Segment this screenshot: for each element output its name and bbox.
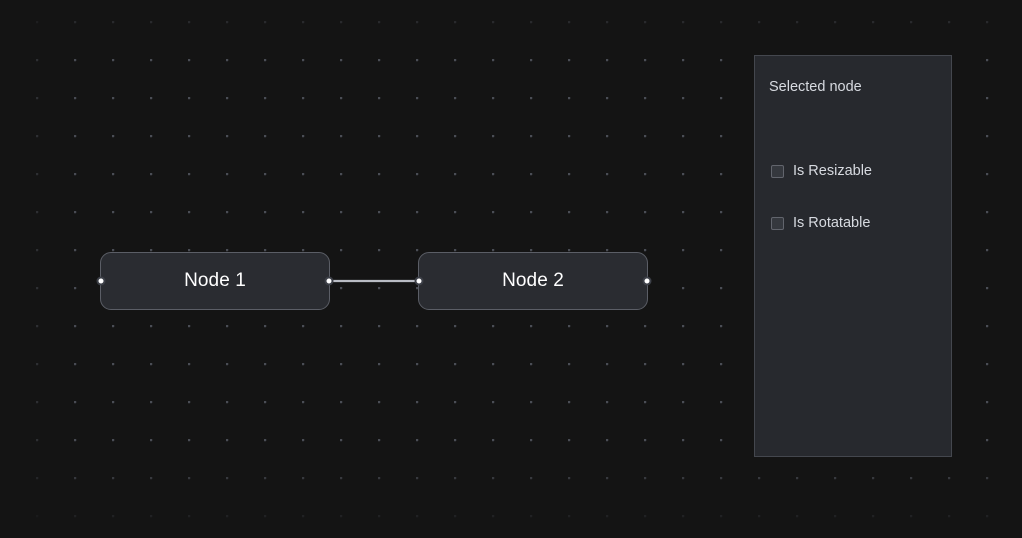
is-rotatable-checkbox[interactable] (771, 216, 784, 230)
is-rotatable-label: Is Rotatable (793, 215, 871, 231)
node-1-handle-right[interactable] (324, 276, 334, 286)
node-1-label: Node 1 (184, 270, 246, 291)
node-2-handle-left[interactable] (414, 276, 424, 286)
is-resizable-checkbox[interactable] (771, 164, 784, 178)
node-1-handle-left[interactable] (96, 276, 106, 286)
is-resizable-label: Is Resizable (793, 163, 872, 179)
node-2-label: Node 2 (502, 270, 564, 291)
graph-node-1[interactable]: Node 1 (96, 252, 334, 310)
field-is-resizable[interactable]: Is Resizable (771, 163, 872, 179)
node-2-handle-right[interactable] (642, 276, 652, 286)
field-is-rotatable[interactable]: Is Rotatable (771, 215, 870, 231)
graph-node-2[interactable]: Node 2 (414, 252, 652, 310)
panel-title: Selected node (769, 79, 862, 95)
selected-node-panel: Selected node Is Resizable Is Rotatable (754, 55, 952, 457)
